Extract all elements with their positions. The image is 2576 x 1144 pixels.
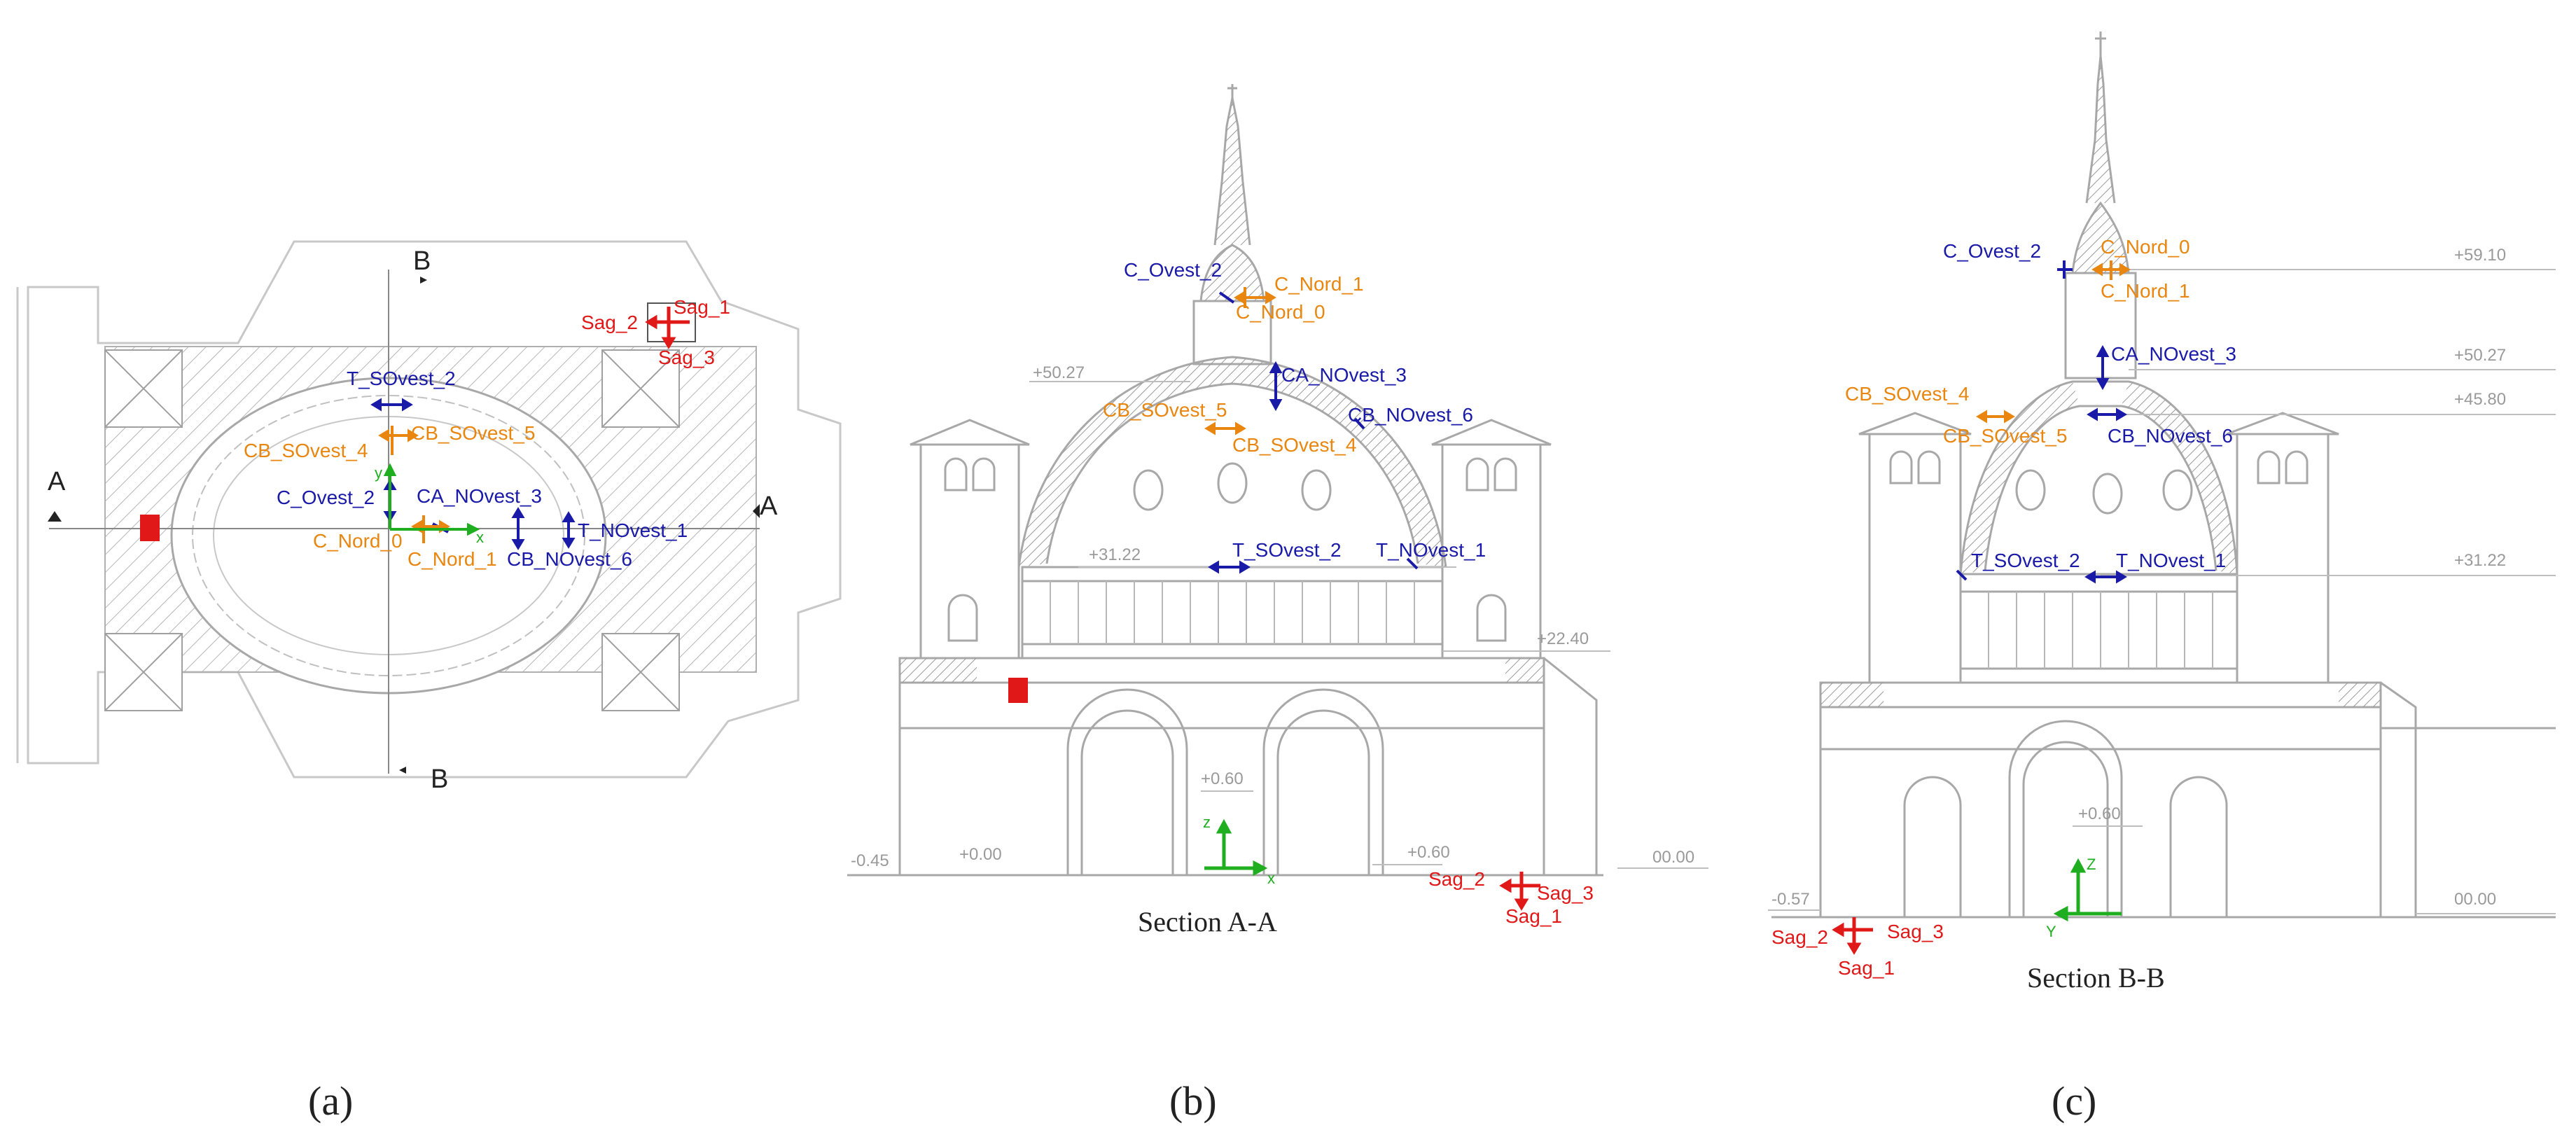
sensor-c-c-nord-0: C_Nord_0 <box>2101 236 2190 258</box>
axis-label-y: y <box>375 464 382 482</box>
axis-label-x: x <box>476 529 484 546</box>
caption-section-aa: Section A-A <box>1138 906 1277 937</box>
sensor-label-t-novest-1: T_NOvest_1 <box>578 519 688 541</box>
sensor-c-sag-2: Sag_2 <box>1771 926 1828 948</box>
sensor-label-cb-sovest-5: CB_SOvest_5 <box>411 422 535 444</box>
caption-section-bb: Section B-B <box>2027 962 2165 993</box>
section-mark-a-left: A <box>48 467 66 496</box>
sensor-c-t-novest-1: T_NOvest_1 <box>2116 550 2226 571</box>
axis-label-x-b: x <box>1267 870 1275 887</box>
axis-label-z-c: Z <box>2087 856 2096 873</box>
sensor-label-cb-sovest-4: CB_SOvest_4 <box>244 440 368 461</box>
sensor-label-ca-novest-3: CA_NOvest_3 <box>417 485 542 507</box>
sensor-c-cb-sovest-5: CB_SOvest_5 <box>1943 425 2067 447</box>
section-mark-b-bottom: B <box>431 765 448 794</box>
elev-c-0-60: +0.60 <box>2078 804 2121 823</box>
elev-c-50-27: +50.27 <box>2454 346 2506 365</box>
panel-label-a: (a) <box>308 1078 353 1124</box>
panel-label-c: (c) <box>2052 1078 2096 1124</box>
sensor-c-t-sovest-2: T_SOvest_2 <box>1971 550 2080 571</box>
sensor-b-sag-1: Sag_1 <box>1505 905 1562 927</box>
sensor-c-c-ovest-2: C_Ovest_2 <box>1943 240 2041 262</box>
elev-b-0-60-right: +0.60 <box>1407 843 1450 862</box>
sensor-label-t-sovest-2: T_SOvest_2 <box>347 368 456 389</box>
sensor-b-sag-3: Sag_3 <box>1537 882 1594 904</box>
sensor-c-cb-novest-6: CB_NOvest_6 <box>2108 425 2233 447</box>
red-marker-section-b <box>1008 678 1028 703</box>
sensor-b-cb-sovest-5: CB_SOvest_5 <box>1103 399 1227 421</box>
panel-label-b: (b) <box>1169 1078 1217 1124</box>
section-mark-a-right: A <box>760 491 778 521</box>
elev-c-minus-0-57: -0.57 <box>1771 890 1810 909</box>
sensor-c-sag-3: Sag_3 <box>1887 921 1944 942</box>
elev-b-minus-0-45: -0.45 <box>851 851 889 870</box>
panel-a-plan: A A B B x y <box>16 240 842 1124</box>
sensor-label-sag-3: Sag_3 <box>658 347 715 368</box>
elev-c-45-80: +45.80 <box>2454 390 2506 409</box>
panel-b-section-aa: +50.27 +31.22 +22.40 +0.60 +0.60 -0.45 +… <box>847 84 1708 1124</box>
sensor-c-ca-novest-3: CA_NOvest_3 <box>2111 343 2236 365</box>
red-marker <box>140 515 160 541</box>
section-mark-b-top: B <box>413 246 431 276</box>
sensor-label-c-nord-1: C_Nord_1 <box>408 548 497 570</box>
elev-c-00-00: 00.00 <box>2454 890 2496 909</box>
sensor-b-sag-2: Sag_2 <box>1428 868 1485 890</box>
sensor-label-c-ovest-2: C_Ovest_2 <box>277 487 375 508</box>
sensor-c-cb-sovest-4: CB_SOvest_4 <box>1845 383 1969 405</box>
axis-label-y-c: Y <box>2046 923 2056 940</box>
sensor-label-c-nord-0: C_Nord_0 <box>313 530 403 552</box>
sensor-label-sag-2: Sag_2 <box>581 312 638 333</box>
elev-b-0-00: +0.00 <box>959 845 1002 864</box>
elev-c-31-22: +31.22 <box>2454 551 2506 570</box>
sensor-c-c-nord-1: C_Nord_1 <box>2101 280 2190 302</box>
elev-b-22-40: +22.40 <box>1537 629 1589 648</box>
sensor-b-t-sovest-2: T_SOvest_2 <box>1232 539 1342 561</box>
sensor-b-c-nord-1: C_Nord_1 <box>1274 273 1364 295</box>
sensor-c-sag-1: Sag_1 <box>1838 957 1895 979</box>
sensor-b-c-ovest-2: C_Ovest_2 <box>1124 259 1222 281</box>
sensor-b-ca-novest-3: CA_NOvest_3 <box>1281 364 1407 386</box>
elev-c-59-10: +59.10 <box>2454 246 2506 265</box>
sensor-label-sag-1: Sag_1 <box>674 296 730 318</box>
panel-c-section-bb: +59.10 +50.27 +45.80 +31.22 +0.60 -0.57 … <box>1768 32 2556 1124</box>
sensor-b-c-nord-0: C_Nord_0 <box>1236 301 1325 323</box>
elev-b-0-60-center: +0.60 <box>1201 769 1244 788</box>
sensor-b-cb-sovest-4: CB_SOvest_4 <box>1232 434 1356 456</box>
sensor-b-cb-novest-6: CB_NOvest_6 <box>1348 404 1473 426</box>
elev-b-31-22: +31.22 <box>1089 545 1141 564</box>
sensor-b-t-novest-1: T_NOvest_1 <box>1376 539 1486 561</box>
elev-b-50-27: +50.27 <box>1033 363 1085 382</box>
axis-label-z-b: z <box>1203 814 1211 831</box>
elev-b-00-00: 00.00 <box>1652 848 1694 867</box>
sensor-label-cb-novest-6: CB_NOvest_6 <box>507 548 632 570</box>
